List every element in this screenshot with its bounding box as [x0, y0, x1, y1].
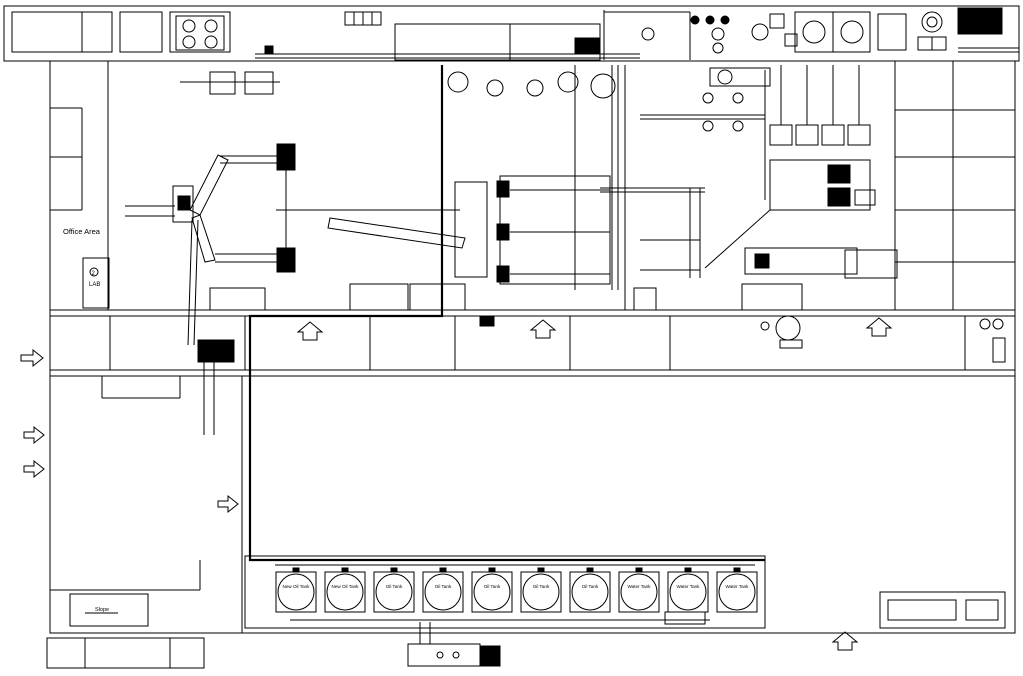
tank-shell: [718, 573, 756, 611]
building-walls: [46, 60, 1016, 669]
storage-tank: New Oil Tank: [324, 567, 366, 613]
tank-shell: [375, 573, 413, 611]
tank-label: Oil Tank: [484, 584, 501, 589]
control-panels: [209, 283, 803, 311]
tank-label: Oil Tank: [435, 584, 452, 589]
tank-nozzle: [733, 567, 741, 573]
tank-shell: [277, 573, 315, 611]
tank-label: Water Tank: [628, 584, 652, 589]
tank-nozzle: [292, 567, 300, 573]
tank-label: Oil Tank: [386, 584, 403, 589]
tank-shell: [473, 573, 511, 611]
tank-shell: [571, 573, 609, 611]
storage-tank: Water Tank: [667, 567, 709, 613]
tank-shell: [522, 573, 560, 611]
tank-nozzle: [341, 567, 349, 573]
tank-nozzle: [439, 567, 447, 573]
tank-shell: [326, 573, 364, 611]
lab-number: 2: [92, 271, 96, 277]
tank-nozzle: [488, 567, 496, 573]
tank-nozzle: [635, 567, 643, 573]
tank-label: New Oil Tank: [283, 584, 311, 589]
tank-shell: [620, 573, 658, 611]
tank-label: New Oil Tank: [332, 584, 360, 589]
storage-tank: Water Tank: [716, 567, 758, 613]
tank-nozzle: [586, 567, 594, 573]
office-area-label: Office Area: [63, 227, 101, 236]
storage-tank: Oil Tank: [569, 567, 611, 613]
storage-tank: Oil Tank: [520, 567, 562, 613]
direction-arrows: [20, 317, 893, 651]
storage-tank: New Oil Tank: [275, 567, 317, 613]
tank-label: Water Tank: [726, 584, 750, 589]
storage-tank: Oil Tank: [471, 567, 513, 613]
tank-nozzle: [537, 567, 545, 573]
tank-nozzle: [684, 567, 692, 573]
central-process-lines: [454, 65, 898, 310]
tank-farm: New Oil Tank New Oil Tank Oil Tank Oil Tank…: [244, 555, 766, 629]
storage-tank: Water Tank: [618, 567, 660, 613]
left-conveyor-system: [125, 143, 466, 435]
delivery-truck: [407, 622, 501, 667]
slope-label: Slope: [95, 607, 109, 613]
storage-tank: Oil Tank: [373, 567, 415, 613]
tank-shell: [424, 573, 462, 611]
tank-shell: [669, 573, 707, 611]
tank-label: Oil Tank: [582, 584, 599, 589]
corridor-equipment: [479, 315, 1006, 363]
lab-label: LAB: [89, 282, 100, 288]
storage-tank: Oil Tank: [422, 567, 464, 613]
upper-process-equipment: [180, 10, 876, 211]
top-utility-strip: [3, 5, 1020, 62]
tank-label: Water Tank: [677, 584, 701, 589]
tank-label: Oil Tank: [533, 584, 550, 589]
lab-room: 2 LAB: [82, 257, 110, 309]
process-enclosure: [248, 65, 765, 562]
tank-nozzle: [390, 567, 398, 573]
